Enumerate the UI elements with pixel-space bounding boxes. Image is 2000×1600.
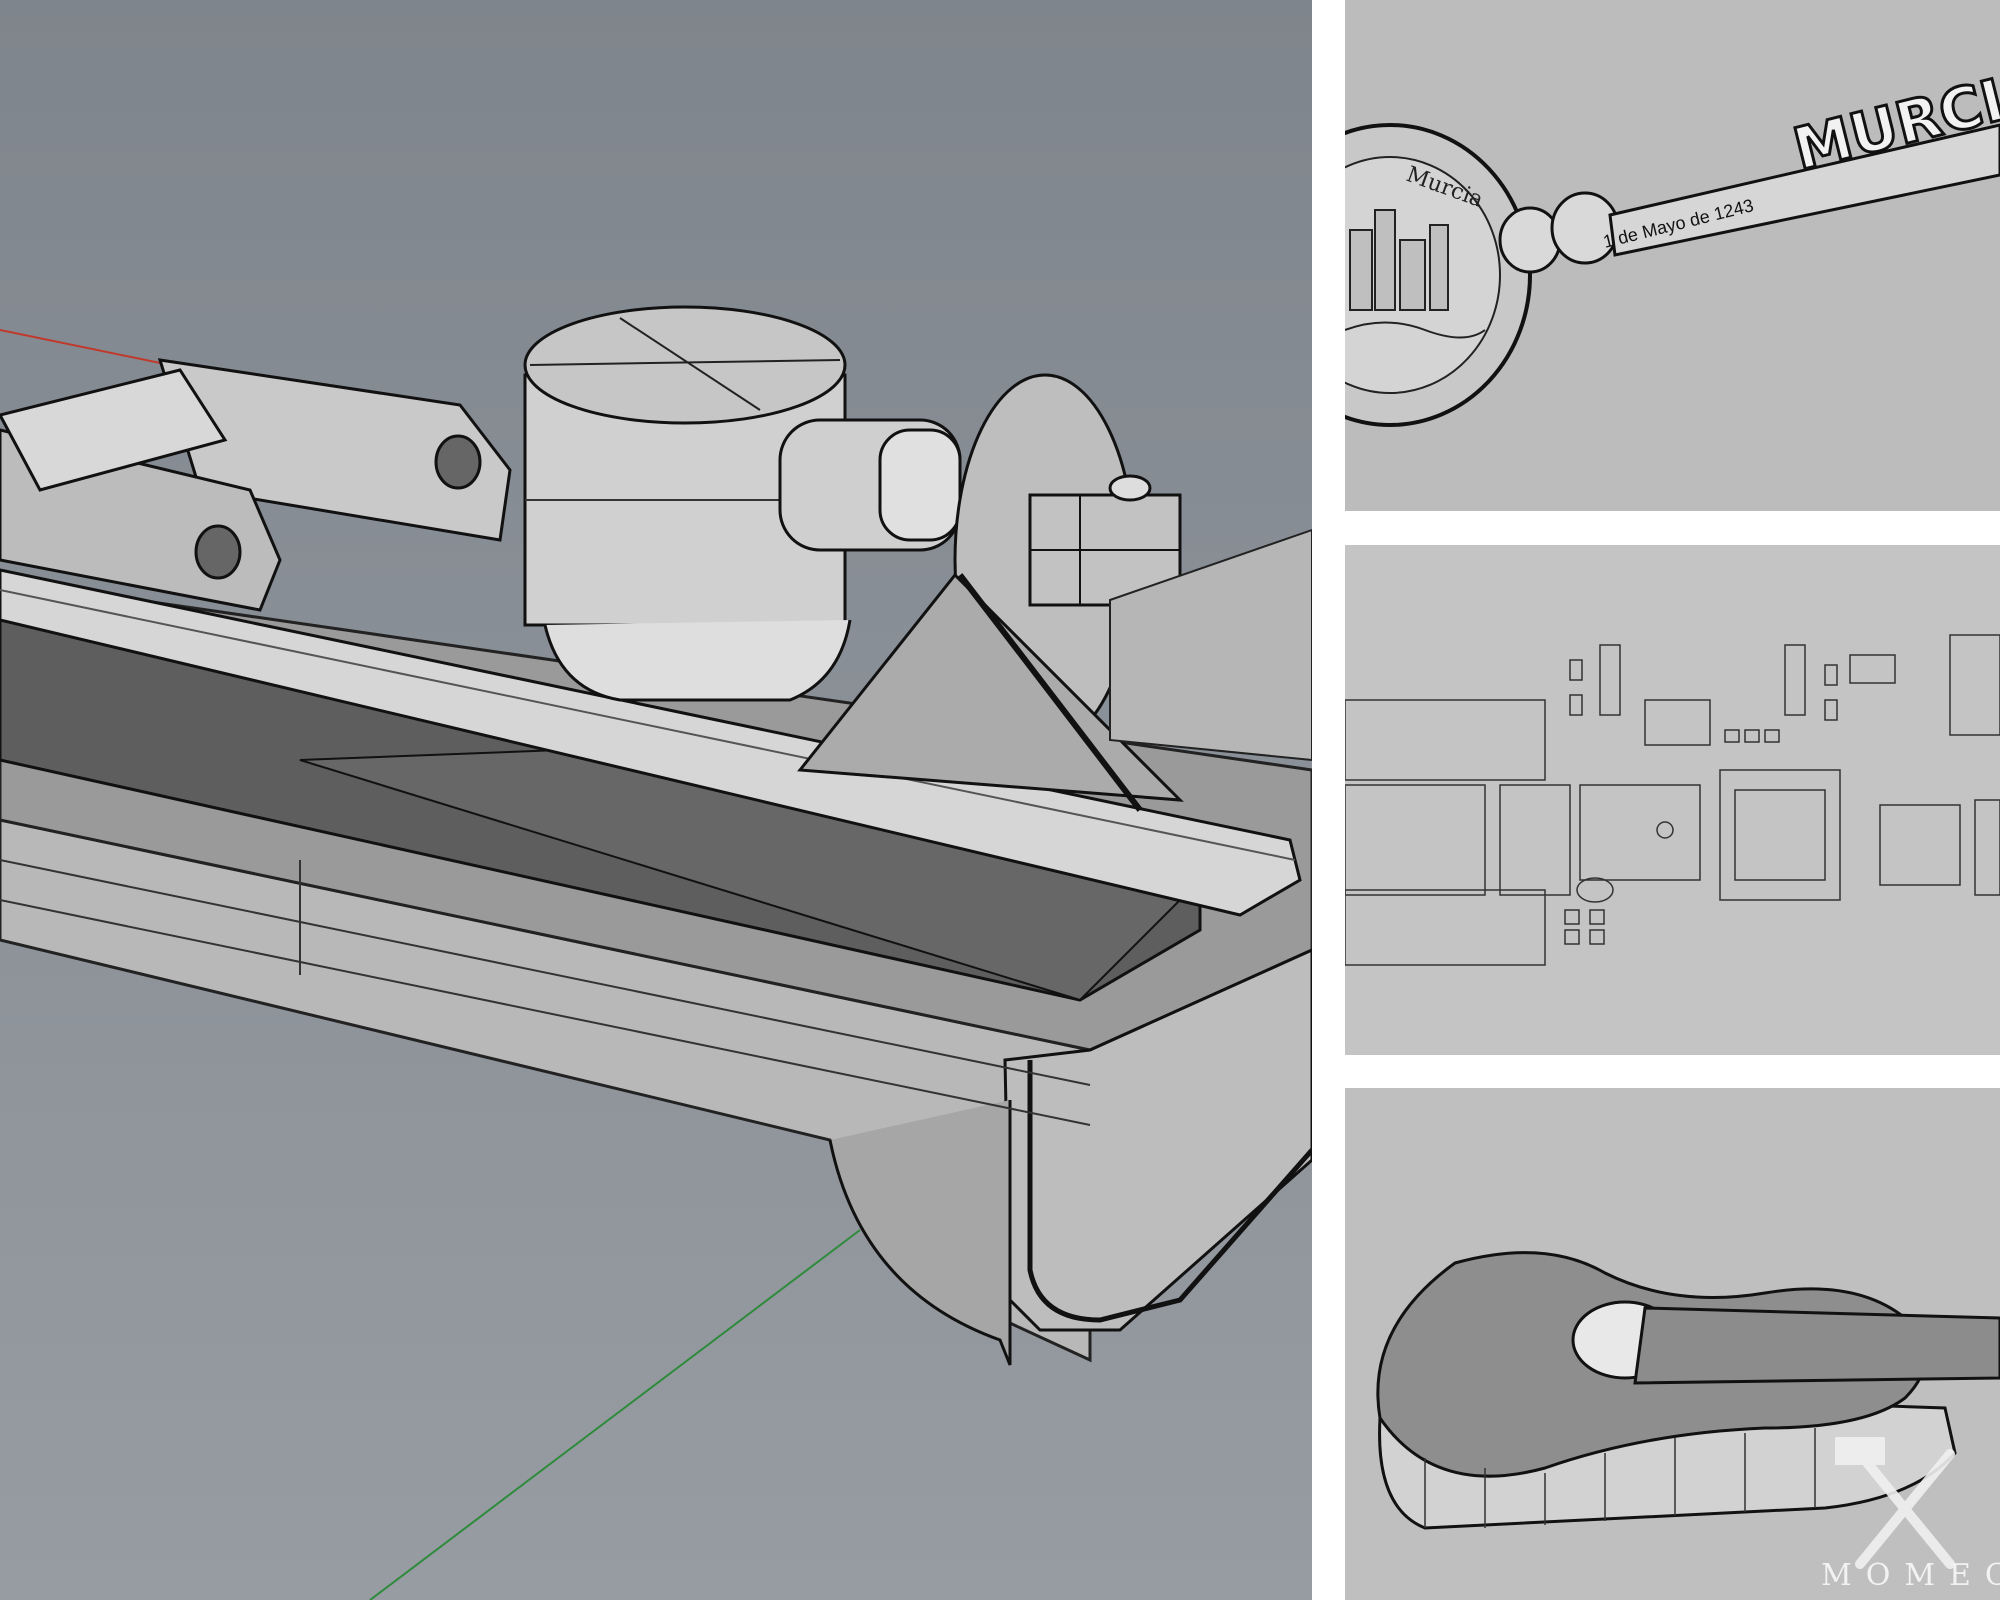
part-tall-bracket-2 <box>1784 644 1806 716</box>
guitar-neck <box>1633 1306 2000 1385</box>
key-knob-1 <box>1498 206 1562 274</box>
part-small-box <box>1644 699 1711 746</box>
coupling-ring <box>878 428 962 542</box>
main-cad-viewport[interactable] <box>0 0 1312 1600</box>
part-long-panel-bottom <box>1345 889 1546 966</box>
front-rail <box>0 568 1302 917</box>
right-riser <box>1109 528 1312 762</box>
part-module <box>1849 654 1896 684</box>
cut-parts-layout <box>1345 634 2000 966</box>
key-knob-2 <box>1550 191 1620 265</box>
hammer-and-chisel-icon <box>1835 1437 1955 1569</box>
part-tabs <box>1564 659 1838 945</box>
ceremonial-key-render: Murcia 1 de Mayo de 1243 MURCIA <box>1345 54 2000 427</box>
bracket-hole-upper <box>434 434 482 490</box>
frame-leg <box>828 1100 1012 1366</box>
conveyor-machine-model <box>0 305 1312 1600</box>
servo-shaft <box>1108 474 1152 502</box>
part-long-panel-mid <box>1345 784 1486 896</box>
triangle-support <box>797 572 1184 802</box>
part-plate-b <box>1719 769 1841 901</box>
part-connector <box>1499 784 1571 896</box>
seal-city-relief <box>1345 209 1486 339</box>
motor-base-flare <box>543 619 852 702</box>
guitar-body-render <box>1376 1251 2000 1530</box>
bracket-hole-lower <box>194 524 242 580</box>
part-grille <box>1949 634 2000 736</box>
guitar-side-wire <box>1424 1428 1816 1528</box>
part-plate-d <box>1974 799 2000 896</box>
part-tall-bracket-1 <box>1599 644 1621 716</box>
y-axis-line <box>369 1229 861 1600</box>
part-plate-a <box>1579 784 1701 881</box>
key-model-thumbnail[interactable]: Murcia 1 de Mayo de 1243 MURCIA <box>1345 0 2000 511</box>
shaft-cylinder <box>0 368 228 492</box>
part-plate-c <box>1879 804 1961 886</box>
end-cap <box>1003 948 1312 1332</box>
end-cap-curve <box>1027 1060 1312 1323</box>
motor-housing-top <box>523 305 847 425</box>
part-long-panel-top <box>1345 699 1546 781</box>
x-axis-line <box>0 329 171 366</box>
watermark-brand: MOMEC <box>1821 1558 2000 1593</box>
key-shaft <box>1608 123 2000 257</box>
flat-plans-thumbnail[interactable] <box>1345 545 2000 1055</box>
guitar-model-thumbnail[interactable] <box>1345 1088 2000 1600</box>
